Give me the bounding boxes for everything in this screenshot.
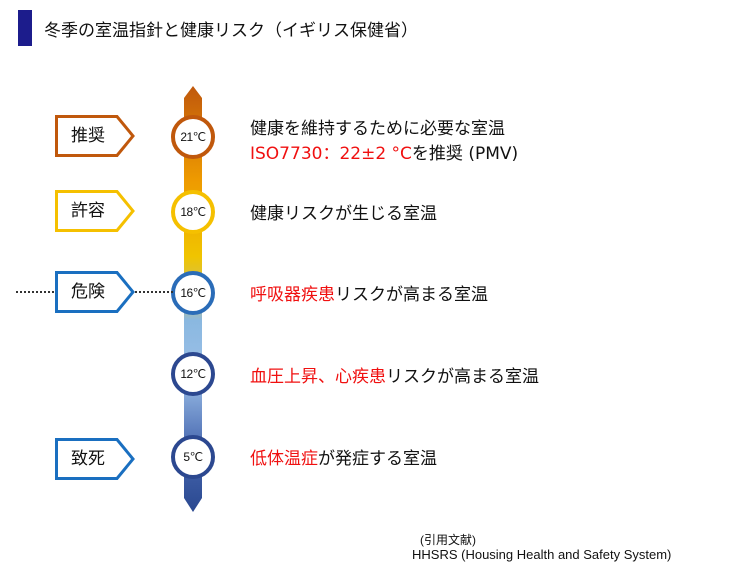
page-title: 冬季の室温指針と健康リスク（イギリス保健省） [44,21,418,41]
desc-12: 血圧上昇、心疾患リスクが高まる室温 [250,362,539,387]
tag-label: 致死 [71,449,105,469]
desc-21-line1: 健康を維持するために必要な室温 [250,119,505,139]
desc-text: が発症する室温 [318,449,437,469]
desc-21-line2: ISO7730：22±2 °Cを推奨 (PMV) [250,139,518,164]
temp-marker-12: 12℃ [171,352,215,396]
highlight: 血圧上昇、心疾患 [250,367,386,387]
temp-marker-5: 5℃ [171,435,215,479]
highlight: 低体温症 [250,449,318,469]
desc-5: 低体温症が発症する室温 [250,444,437,469]
tag-label: 危険 [71,282,105,302]
tag-danger: 危険 [55,271,135,313]
desc-text: を推奨 (PMV) [411,144,519,164]
pentagon-tag-shape [55,271,135,313]
temp-marker-18: 18℃ [171,190,215,234]
temp-marker-16: 16℃ [171,271,215,315]
pentagon-tag-shape [55,190,135,232]
iso-standard: ISO7730：22±2 °C [250,144,412,164]
highlight: 呼吸器疾患 [250,285,335,305]
desc-16: 呼吸器疾患リスクが高まる室温 [250,280,488,305]
desc-text: リスクが高まる室温 [335,285,488,305]
citation-source: HHSRS (Housing Health and Safety System) [412,547,672,562]
desc-18: 健康リスクが生じる室温 [250,204,437,224]
tag-label: 推奨 [71,126,105,146]
pentagon-tag-shape [55,115,135,157]
temp-marker-21: 21℃ [171,115,215,159]
tag-label: 許容 [71,201,105,221]
dotted-line-left [16,291,54,293]
citation-label: (引用文献) [420,533,476,547]
pentagon-tag-shape [55,438,135,480]
tag-recommend: 推奨 [55,115,135,157]
tag-allow: 許容 [55,190,135,232]
dotted-line-right [135,291,173,293]
header-accent-bar [18,10,32,46]
desc-text: リスクが高まる室温 [386,367,539,387]
tag-fatal: 致死 [55,438,135,480]
